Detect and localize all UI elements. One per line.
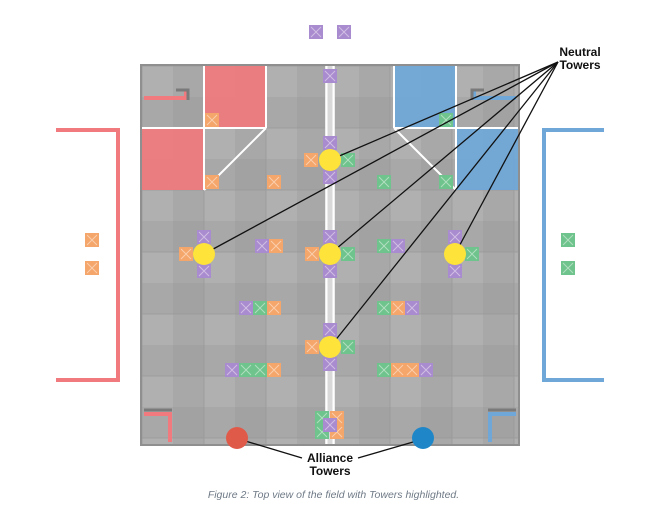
green-cube	[341, 153, 355, 167]
purple-cube	[323, 264, 337, 278]
neutral-tower-center	[319, 243, 341, 265]
red-home-zone-2	[142, 128, 204, 190]
purple-cube	[323, 230, 337, 244]
purple-cube	[225, 363, 239, 377]
purple-cube	[197, 230, 211, 244]
purple-cube	[323, 357, 337, 371]
alliance-towers-label: Alliance Towers	[296, 452, 364, 478]
cubes	[85, 25, 575, 439]
green-cube	[439, 175, 453, 189]
neutral-tower-right	[444, 243, 466, 265]
neutral-tower-top	[319, 149, 341, 171]
purple-cube	[391, 239, 405, 253]
orange-cube	[267, 301, 281, 315]
orange-cube	[85, 233, 99, 247]
green-cube	[377, 301, 391, 315]
green-cube	[465, 247, 479, 261]
neutral-towers-label: Neutral Towers	[548, 46, 612, 72]
green-cube	[377, 363, 391, 377]
blue-home-zone-2	[456, 128, 518, 190]
purple-cube	[323, 323, 337, 337]
purple-cube	[239, 301, 253, 315]
orange-cube	[405, 363, 419, 377]
orange-cube	[305, 247, 319, 261]
purple-cube	[448, 264, 462, 278]
orange-cube	[267, 175, 281, 189]
orange-cube	[179, 247, 193, 261]
neutral-tower-bottom	[319, 336, 341, 358]
neutral-tower-left	[193, 243, 215, 265]
purple-cube	[405, 301, 419, 315]
green-cube	[561, 261, 575, 275]
callout-lines	[203, 61, 559, 459]
green-cube	[253, 363, 267, 377]
purple-cube	[323, 69, 337, 83]
green-cube	[253, 301, 267, 315]
alliance-label-line2: Towers	[309, 464, 351, 478]
orange-cube	[269, 239, 283, 253]
figure-caption: Figure 2: Top view of the field with Tow…	[207, 489, 460, 501]
orange-cube	[205, 113, 219, 127]
green-cube	[561, 233, 575, 247]
orange-cube	[391, 363, 405, 377]
red-alliance-station	[56, 128, 120, 382]
purple-cube	[448, 230, 462, 244]
purple-cube	[323, 170, 337, 184]
orange-cube	[205, 175, 219, 189]
green-cube	[341, 340, 355, 354]
orange-cube	[304, 153, 318, 167]
orange-cube	[85, 261, 99, 275]
orange-cube	[391, 301, 405, 315]
corner-goals	[144, 88, 516, 442]
green-cube	[377, 239, 391, 253]
purple-cube	[337, 25, 351, 39]
green-cube	[239, 363, 253, 377]
red-alliance-tower	[226, 427, 248, 449]
alliance-label-line1: Alliance	[306, 451, 354, 465]
purple-cube	[323, 418, 337, 432]
blue-alliance-tower	[412, 427, 434, 449]
neutral-label-line2: Towers	[559, 58, 601, 72]
green-cube	[341, 247, 355, 261]
orange-cube	[305, 340, 319, 354]
purple-cube	[309, 25, 323, 39]
green-cube	[377, 175, 391, 189]
blue-alliance-station	[542, 128, 604, 382]
purple-cube	[323, 136, 337, 150]
purple-cube	[197, 264, 211, 278]
green-cube	[439, 113, 453, 127]
orange-cube	[267, 363, 281, 377]
purple-cube	[255, 239, 269, 253]
purple-cube	[419, 363, 433, 377]
neutral-towers	[193, 149, 466, 358]
neutral-label-line1: Neutral	[559, 45, 601, 59]
